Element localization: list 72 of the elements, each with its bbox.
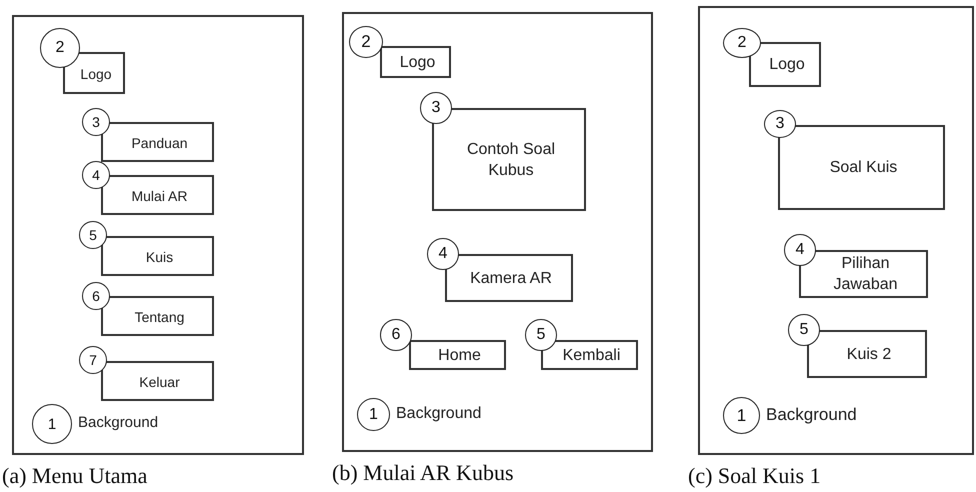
callout-number: 3 — [776, 115, 784, 133]
element-label: Background — [766, 404, 857, 424]
element-label: Background — [78, 413, 158, 433]
callout-number: 4 — [438, 245, 448, 263]
number-circle — [525, 319, 557, 351]
screen-frame — [12, 15, 304, 455]
number-circle — [40, 28, 80, 68]
element-label: Kuis 2 — [846, 344, 892, 365]
element-label: Logo — [400, 52, 436, 73]
ui-element-box — [541, 340, 638, 370]
number-circle — [357, 398, 390, 431]
callout-number: 5 — [800, 321, 808, 339]
number-circle — [788, 314, 820, 346]
ui-element-box — [409, 340, 506, 370]
number-circle — [82, 161, 110, 189]
element-label: Soal Kuis — [830, 158, 898, 178]
screen-frame — [698, 6, 974, 455]
number-circle — [82, 108, 110, 136]
ui-element-box — [445, 254, 573, 302]
element-label: Kuis — [146, 248, 174, 266]
figure-caption: (c) Soal Kuis 1 — [688, 463, 821, 489]
ui-element-box — [807, 330, 927, 378]
number-circle — [784, 234, 816, 266]
ui-element-box — [63, 52, 125, 94]
callout-number: 1 — [369, 406, 378, 424]
callout-number: 7 — [89, 352, 97, 368]
callout-number: 6 — [392, 326, 400, 344]
ui-element-box — [101, 236, 214, 276]
ui-element-box — [101, 361, 214, 401]
number-circle — [723, 397, 760, 434]
element-label: Background — [396, 404, 482, 424]
element-label: Kembali — [562, 346, 620, 366]
ui-element-box — [101, 296, 214, 336]
number-circle — [764, 110, 796, 138]
ui-element-box — [749, 42, 821, 87]
number-circle — [380, 319, 412, 351]
element-label: Tentang — [134, 308, 184, 326]
callout-number: 6 — [92, 288, 100, 304]
element-label: Pilihan Jawaban — [832, 254, 899, 295]
callout-number: 2 — [56, 39, 64, 57]
ui-element-box — [380, 46, 451, 78]
figure-caption: (b) Mulai AR Kubus — [332, 460, 514, 486]
number-circle — [420, 92, 452, 124]
element-label: Home — [438, 346, 481, 366]
callout-number: 2 — [738, 34, 746, 52]
element-label: Kamera AR — [470, 268, 552, 289]
ui-element-box — [101, 175, 214, 215]
number-circle — [723, 28, 761, 58]
callout-number: 3 — [432, 99, 440, 117]
element-label: Logo — [80, 64, 112, 84]
callout-number: 3 — [92, 114, 100, 130]
callout-number: 1 — [736, 406, 746, 426]
number-circle — [32, 404, 72, 444]
element-label: Mulai AR — [131, 186, 188, 206]
callout-number: 1 — [48, 416, 56, 432]
callout-number: 4 — [92, 167, 100, 183]
number-circle — [79, 221, 107, 249]
element-label: Keluar — [139, 372, 180, 392]
ui-element-box — [101, 122, 214, 162]
callout-number: 4 — [796, 241, 804, 259]
element-label: Logo — [769, 55, 805, 76]
screen-frame — [342, 12, 653, 452]
callout-number: 5 — [89, 227, 97, 243]
number-circle — [79, 346, 107, 374]
callout-number: 2 — [361, 32, 371, 52]
figure-caption: (a) Menu Utama — [2, 463, 148, 489]
element-label: Contoh Soal Kubus — [466, 140, 556, 180]
number-circle — [82, 282, 110, 310]
element-label: Panduan — [131, 134, 188, 152]
number-circle — [349, 26, 383, 58]
number-circle — [427, 238, 459, 270]
callout-number: 5 — [536, 326, 546, 344]
